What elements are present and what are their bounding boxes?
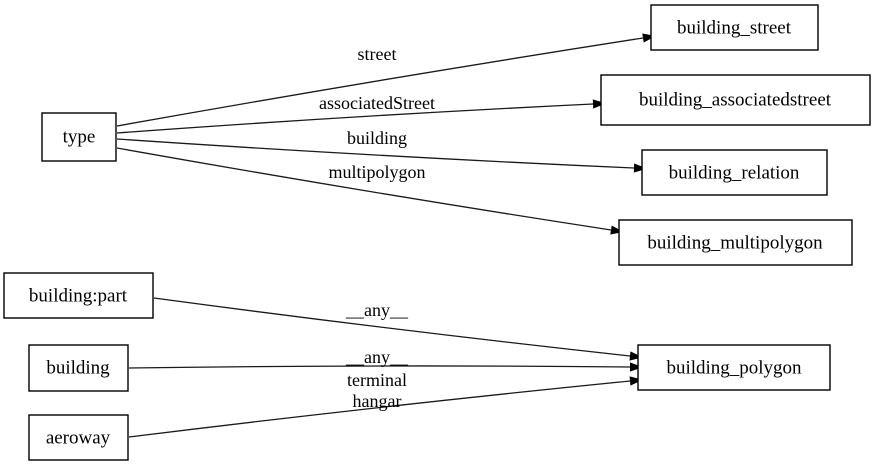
node-label: building_multipolygon xyxy=(647,232,823,253)
node-box[interactable] xyxy=(641,149,828,196)
node-aeroway[interactable]: aeroway xyxy=(28,414,129,461)
node-label: building_relation xyxy=(669,162,800,183)
node-label: building_street xyxy=(677,17,792,38)
edge-type-to-building_multipolygon xyxy=(116,147,624,235)
edge-label: __any__ xyxy=(345,300,409,320)
edge-line xyxy=(116,37,644,127)
node-building_street[interactable]: building_street xyxy=(650,4,819,51)
node-building_multipolygon[interactable]: building_multipolygon xyxy=(618,219,853,266)
edges-layer xyxy=(116,33,656,438)
node-label: building:part xyxy=(29,285,128,306)
node-building_relation[interactable]: building_relation xyxy=(641,149,828,196)
node-type[interactable]: type xyxy=(41,112,117,162)
node-label: building_polygon xyxy=(666,357,802,378)
arrow-head-icon xyxy=(629,362,643,372)
node-label: aeroway xyxy=(46,427,111,448)
edge-line xyxy=(128,365,631,369)
edge-type-to-building_associatedstreet xyxy=(116,99,606,134)
node-building_part[interactable]: building:part xyxy=(3,272,154,319)
node-box[interactable] xyxy=(28,414,129,461)
node-building_associatedstreet[interactable]: building_associatedstreet xyxy=(600,74,871,126)
arrow-head-icon xyxy=(592,99,606,109)
edge-aeroway-to-building_polygon xyxy=(128,376,643,438)
arrow-head-icon xyxy=(629,376,643,386)
edge-type-to-building_relation xyxy=(116,138,647,173)
edge-label: hangar xyxy=(353,391,402,411)
edge-label: __any__ xyxy=(345,347,409,367)
edge-building-to-building_polygon xyxy=(128,362,643,372)
edge-labels-layer: street associatedStreet building multipolyg… xyxy=(319,44,435,411)
edge-label: building xyxy=(347,128,407,148)
nodes-layer: type building_street building_associatedst… xyxy=(3,4,871,461)
edge-label: street xyxy=(358,44,397,64)
node-building[interactable]: building xyxy=(28,344,129,392)
node-box[interactable] xyxy=(618,219,853,266)
node-label: type xyxy=(63,126,96,147)
edge-line xyxy=(116,147,612,231)
edge-line xyxy=(128,380,631,438)
edge-label: associatedStreet xyxy=(319,93,435,113)
arrow-head-icon xyxy=(629,351,643,361)
edge-building_part-to-building_polygon xyxy=(153,297,643,361)
node-label: building xyxy=(46,357,110,378)
node-box[interactable] xyxy=(41,112,117,162)
node-box[interactable] xyxy=(650,4,819,51)
arrow-head-icon xyxy=(633,163,647,173)
node-box[interactable] xyxy=(3,272,154,319)
edge-line xyxy=(116,138,635,169)
node-box[interactable] xyxy=(600,74,871,126)
edge-line xyxy=(153,297,631,357)
edge-label: terminal xyxy=(347,370,407,390)
edge-label: multipolygon xyxy=(328,162,425,182)
edge-line xyxy=(116,103,594,134)
node-box[interactable] xyxy=(28,344,129,392)
node-box[interactable] xyxy=(637,344,831,391)
node-building_polygon[interactable]: building_polygon xyxy=(637,344,831,391)
node-label: building_associatedstreet xyxy=(639,89,832,110)
